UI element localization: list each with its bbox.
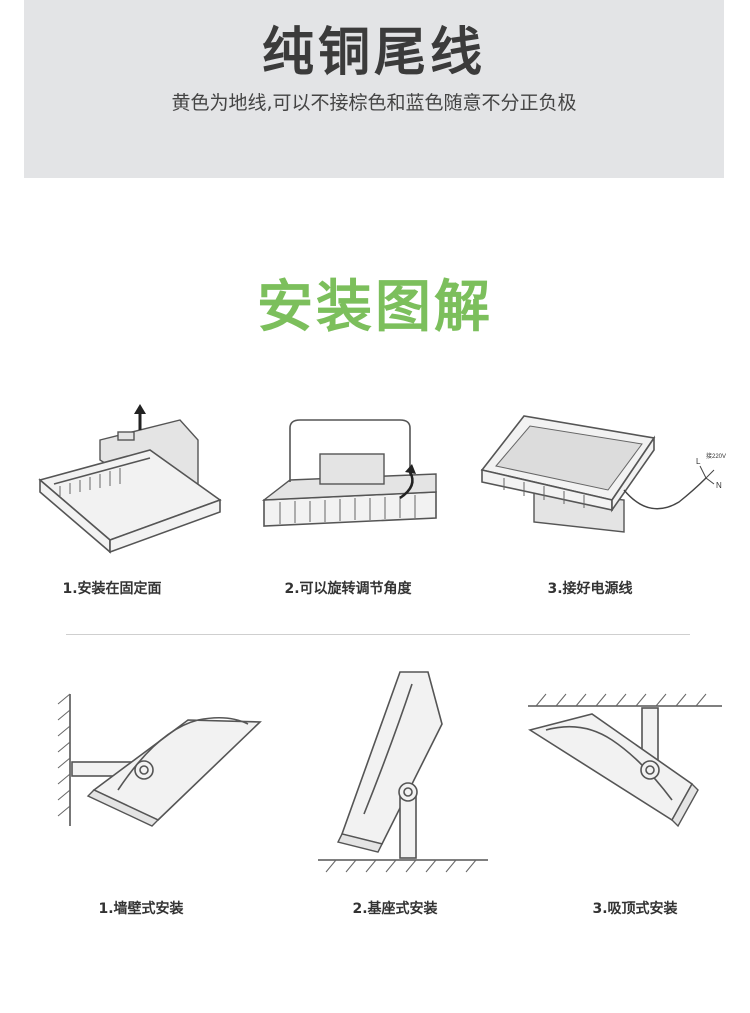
mount-3-caption: 3.吸顶式安装: [592, 901, 678, 917]
mount-1-caption: 1.墙壁式安装: [98, 901, 184, 917]
mount-2-caption: 2.基座式安装: [352, 901, 438, 917]
banner-subtitle: 黄色为地线,可以不接棕色和蓝色随意不分正负极: [171, 92, 577, 114]
wire-n-label: N: [716, 481, 722, 490]
banner-title: 纯铜尾线: [261, 23, 486, 83]
step-1-illustration: [38, 404, 222, 554]
section-title: 安装图解: [257, 275, 493, 340]
mount-wall-illustration: [57, 693, 262, 827]
step-1-caption: 1.安装在固定面: [62, 581, 162, 597]
step-2-caption: 2.可以旋转调节角度: [284, 581, 412, 597]
mount-ceiling-illustration: [528, 693, 722, 828]
mount-base-illustration: [318, 671, 488, 873]
wire-l-label: L: [696, 457, 701, 466]
section-divider: [66, 634, 690, 635]
step-2-illustration: [261, 419, 437, 527]
step-3-illustration: L N 接220V: [480, 415, 726, 533]
wire-voltage-label: 接220V: [706, 452, 726, 460]
step-3-caption: 3.接好电源线: [547, 581, 633, 597]
top-banner: 纯铜尾线 黄色为地线,可以不接棕色和蓝色随意不分正负极: [24, 0, 724, 178]
